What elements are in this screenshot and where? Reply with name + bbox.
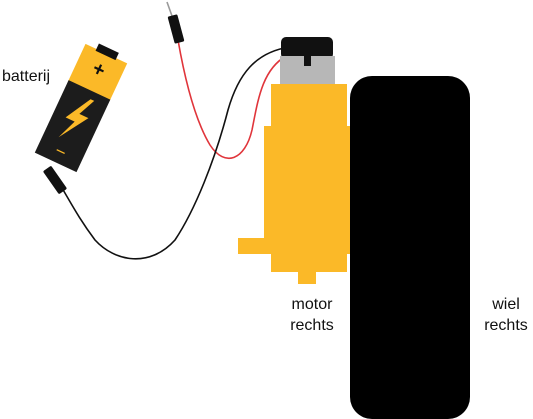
wheel-icon xyxy=(350,76,470,419)
red-wire xyxy=(177,39,287,159)
battery-icon: + − xyxy=(34,43,128,173)
wheel-label-line1: wiel xyxy=(492,296,520,313)
wheel-label: wiel rechts xyxy=(478,294,533,336)
wheel-label-line2: rechts xyxy=(484,317,528,334)
battery-label: batterij xyxy=(2,68,51,85)
motor-label: motor rechts xyxy=(282,294,342,336)
black-wire-upper xyxy=(61,46,291,260)
motor-label-line1: motor xyxy=(291,296,333,313)
lightning-bolt-icon xyxy=(58,99,95,138)
jumper-connector-battery xyxy=(43,166,67,194)
dc-motor-icon xyxy=(238,37,352,284)
wires xyxy=(61,1,291,260)
jumper-connector-top xyxy=(167,14,185,44)
grey-wire xyxy=(166,1,173,17)
motor-label-line2: rechts xyxy=(290,317,334,334)
